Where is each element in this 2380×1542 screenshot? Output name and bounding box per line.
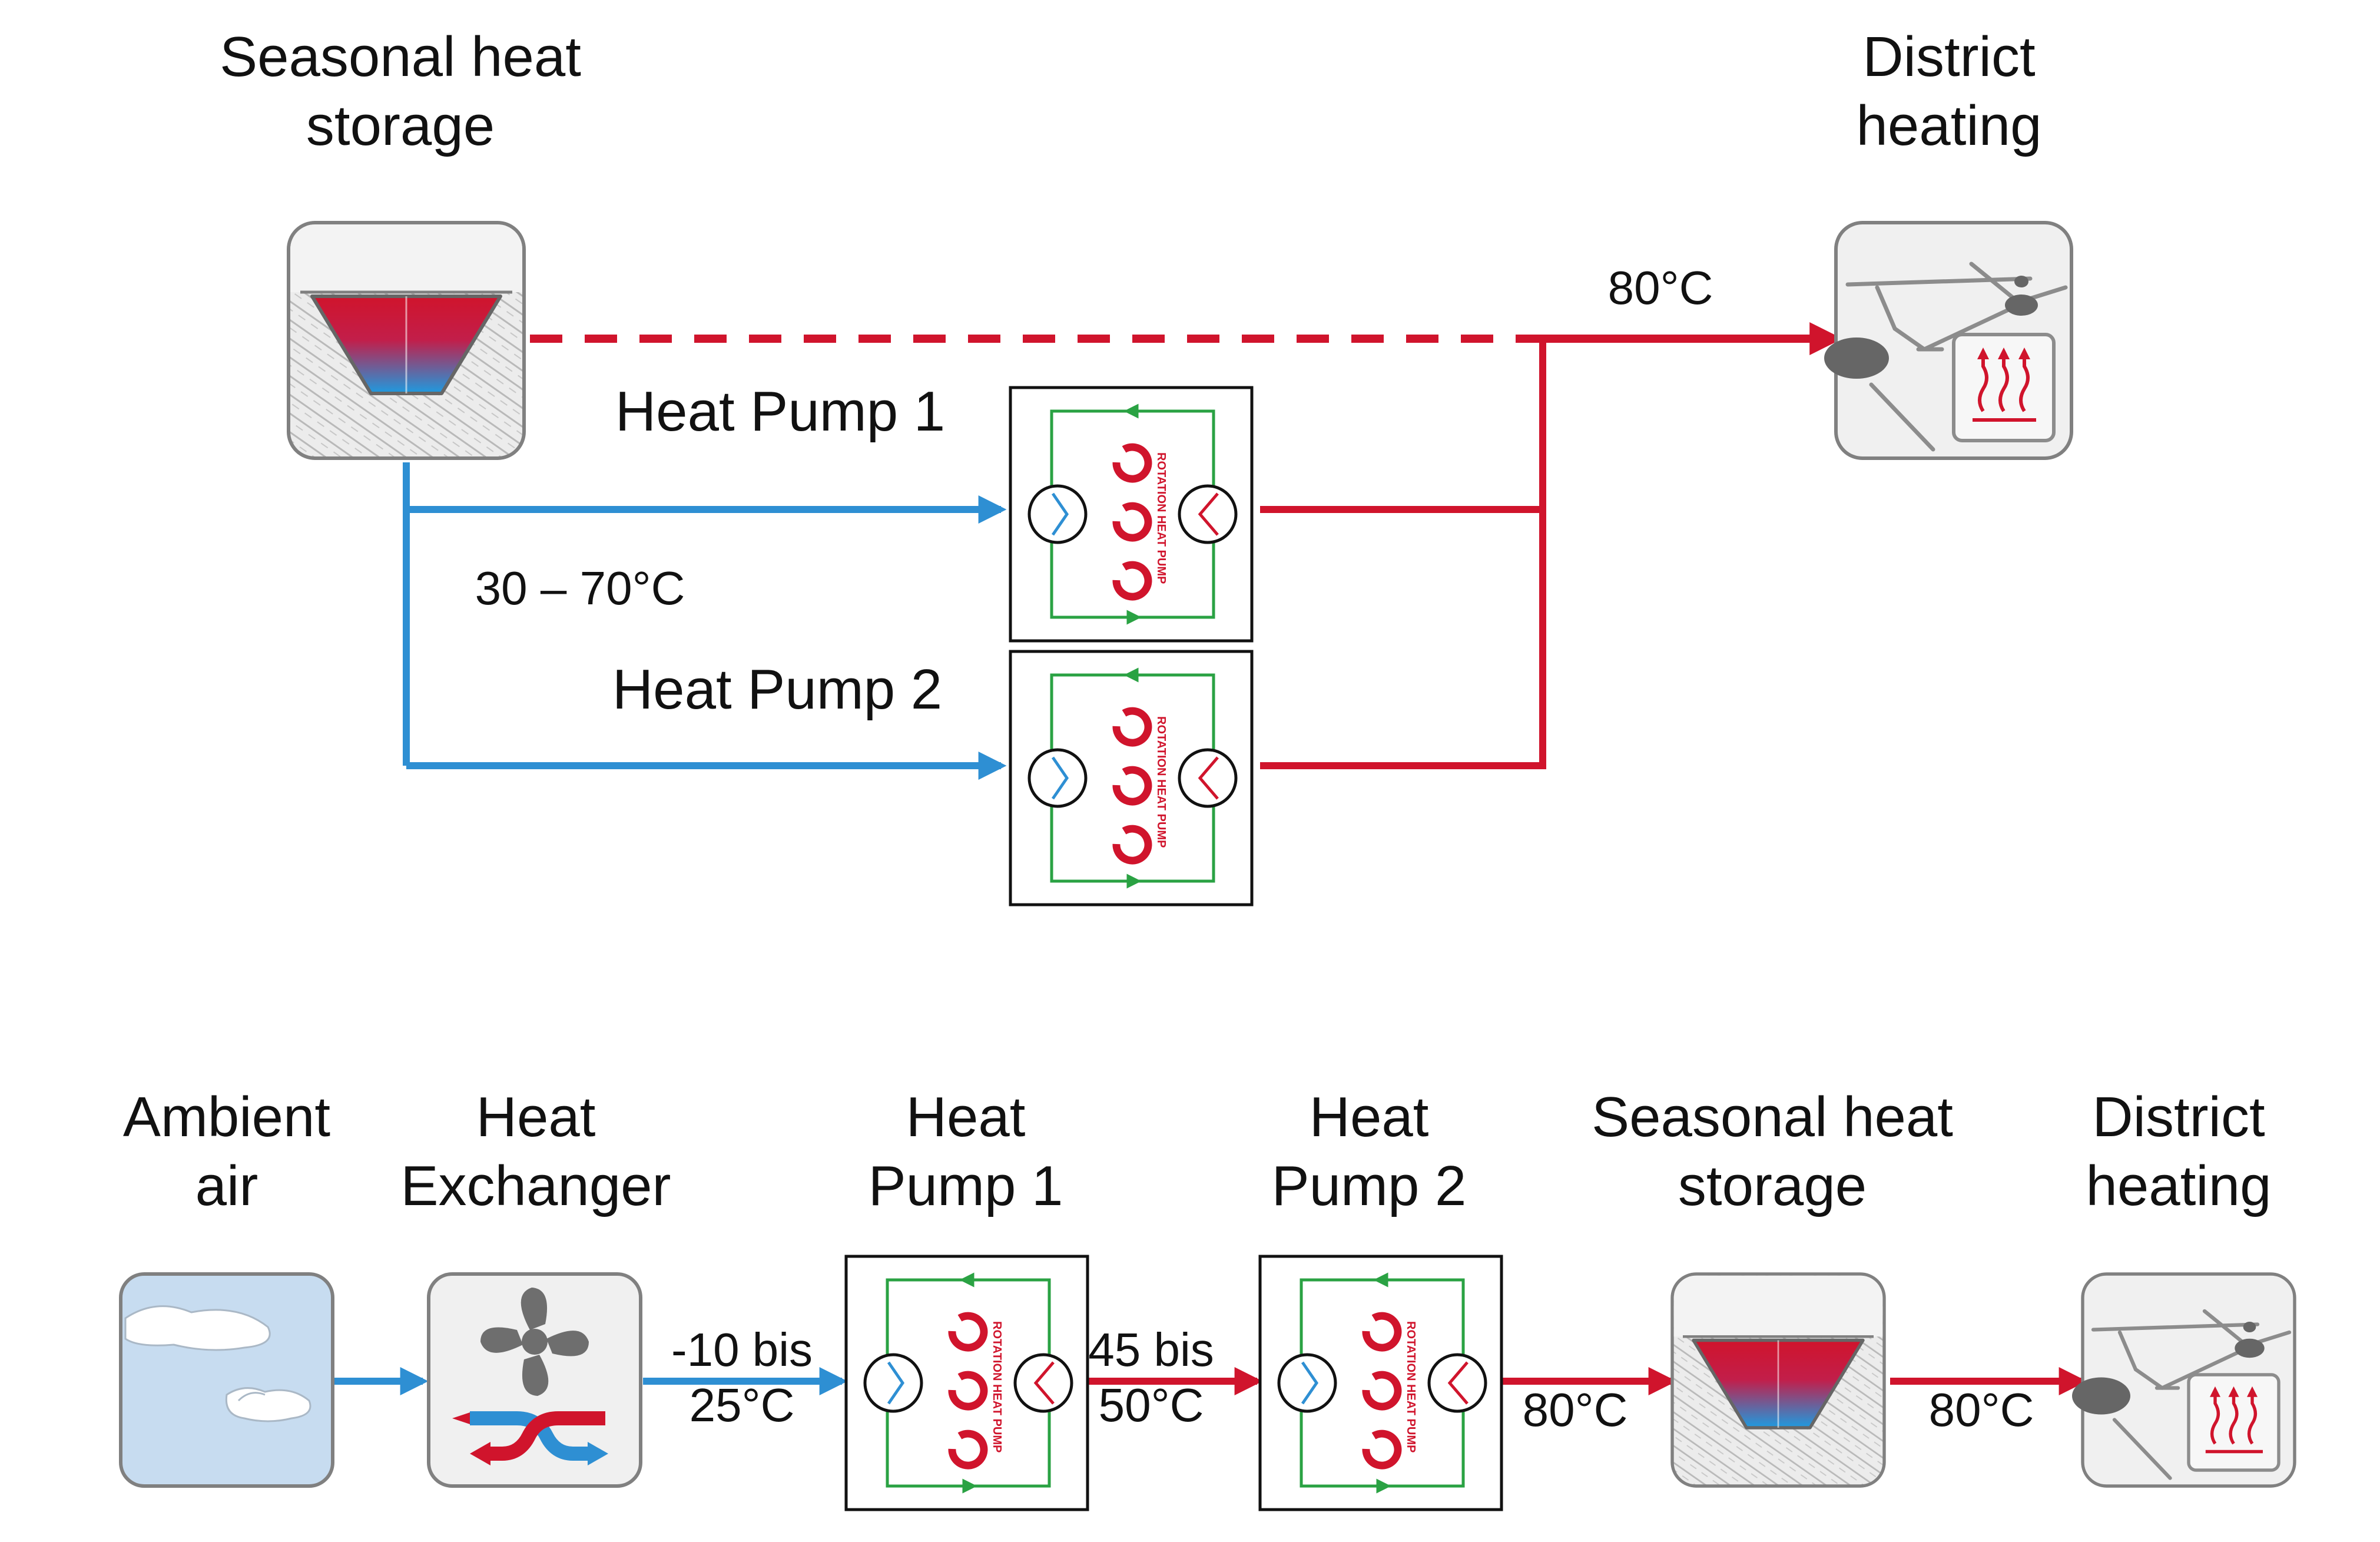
top-pipes — [403, 322, 1843, 780]
bottom-district-heating-icon — [2072, 1274, 2295, 1486]
top-hp1-label: Heat Pump 1 — [615, 380, 946, 443]
top-red-collector-line-2 — [1260, 339, 1546, 769]
bottom-temp-hx-hp1-line1: -10 bis — [671, 1323, 813, 1376]
top-temp-in-label: 30 – 70°C — [475, 562, 685, 614]
bottom-temp-hp1-hp2-label: 45 bis 50°C — [1060, 1322, 1242, 1434]
bottom-hp1-label: Heat Pump 1 — [824, 1083, 1107, 1220]
bottom-temp-hx-hp1-line2: 25°C — [689, 1379, 795, 1432]
top-seasonal-storage-icon — [289, 223, 524, 458]
bottom-hp1-label-line2: Pump 1 — [868, 1154, 1063, 1218]
top-hp2-label: Heat Pump 2 — [612, 658, 943, 721]
bottom-seasonal-storage-icon — [1672, 1274, 1884, 1486]
bottom-temp-storage-district-label: 80°C — [1928, 1384, 2034, 1436]
top-heat-pump-2-icon — [1010, 651, 1252, 905]
bottom-ambient-air-icon — [119, 1272, 334, 1488]
top-storage-label: Seasonal heat storage — [194, 22, 606, 160]
bottom-district-label-line1: District — [2092, 1086, 2265, 1149]
top-district-label-line2: heating — [1856, 94, 2042, 158]
bottom-heat-pump-1-icon — [846, 1256, 1088, 1510]
bottom-temp-hp1-hp2-line1: 45 bis — [1088, 1323, 1214, 1376]
bottom-hp2-label-line1: Heat — [1309, 1086, 1429, 1149]
bottom-hp1-label-line1: Heat — [906, 1086, 1026, 1149]
bottom-heat-exchanger-icon — [427, 1272, 642, 1488]
bottom-district-label-line2: heating — [2086, 1154, 2272, 1218]
bottom-storage-label-line1: Seasonal heat — [1592, 1086, 1953, 1149]
bottom-storage-label-line2: storage — [1678, 1154, 1867, 1218]
bottom-temp-hx-hp1-label: -10 bis 25°C — [642, 1322, 842, 1434]
bottom-temp-hp1-hp2-line2: 50°C — [1098, 1379, 1204, 1432]
bottom-ambient-label-line2: air — [195, 1154, 258, 1218]
bottom-temp-hp2-storage-label: 80°C — [1522, 1384, 1628, 1436]
bottom-hx-label-line1: Heat — [476, 1086, 596, 1149]
bottom-heat-pump-2-icon — [1260, 1256, 1501, 1510]
top-district-label: District heating — [1772, 22, 2126, 160]
top-district-heating-icon — [1824, 223, 2071, 458]
bottom-district-label: District heating — [2014, 1083, 2343, 1220]
top-temp-out-label: 80°C — [1607, 262, 1713, 314]
bottom-hx-label: Heat Exchanger — [389, 1083, 683, 1220]
bottom-hp2-label-line2: Pump 2 — [1271, 1154, 1467, 1218]
top-district-label-line1: District — [1862, 25, 2036, 88]
bottom-ambient-label-line1: Ambient — [122, 1086, 331, 1149]
bottom-hp2-label: Heat Pump 2 — [1228, 1083, 1510, 1220]
bottom-ambient-label: Ambient air — [88, 1083, 365, 1220]
top-storage-label-line1: Seasonal heat — [220, 25, 581, 88]
bottom-hx-label-line2: Exchanger — [400, 1154, 671, 1218]
top-storage-label-line2: storage — [306, 94, 495, 158]
bottom-storage-label: Seasonal heat storage — [1566, 1083, 1978, 1220]
top-heat-pump-1-icon — [1010, 388, 1252, 641]
